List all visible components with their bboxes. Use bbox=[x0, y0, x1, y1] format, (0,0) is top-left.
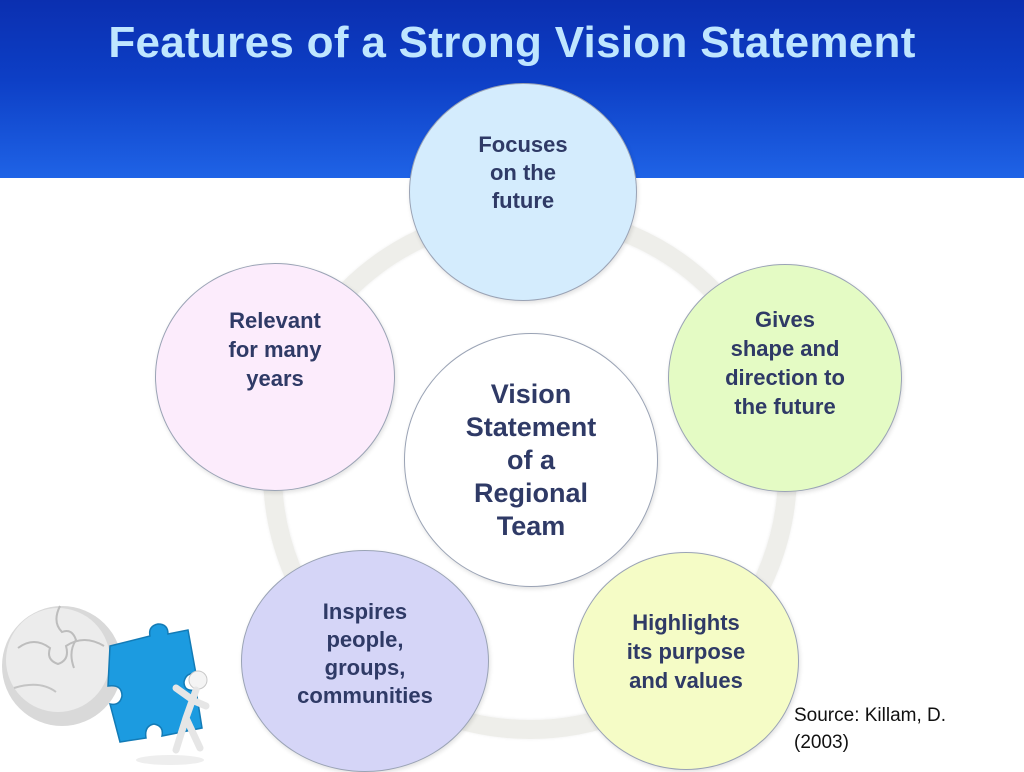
feature-label-bottom-left: Inspires people, groups, communities bbox=[297, 599, 433, 708]
feature-label-bottom-right: Highlights its purpose and values bbox=[626, 609, 746, 693]
feature-circle-top: Focuses on the future bbox=[409, 83, 637, 301]
center-label: Vision Statement of a Regional Team bbox=[465, 378, 597, 541]
center-circle: Vision Statement of a Regional Team bbox=[404, 333, 658, 587]
slide-title: Features of a Strong Vision Statement bbox=[108, 18, 916, 67]
puzzle-figure-icon bbox=[2, 605, 210, 765]
feature-circle-right: Gives shape and direction to the future bbox=[668, 264, 902, 492]
feature-circle-bottom-right: Highlights its purpose and values bbox=[573, 552, 799, 770]
source-citation: Source: Killam, D. (2003) bbox=[794, 705, 947, 753]
feature-label-right: Gives shape and direction to the future bbox=[725, 307, 845, 419]
feature-label-top: Focuses on the future bbox=[478, 132, 568, 213]
feature-circle-left: Relevant for many years bbox=[155, 263, 395, 491]
feature-label-left: Relevant for many years bbox=[228, 307, 322, 391]
feature-circle-bottom-left: Inspires people, groups, communities bbox=[241, 550, 489, 772]
